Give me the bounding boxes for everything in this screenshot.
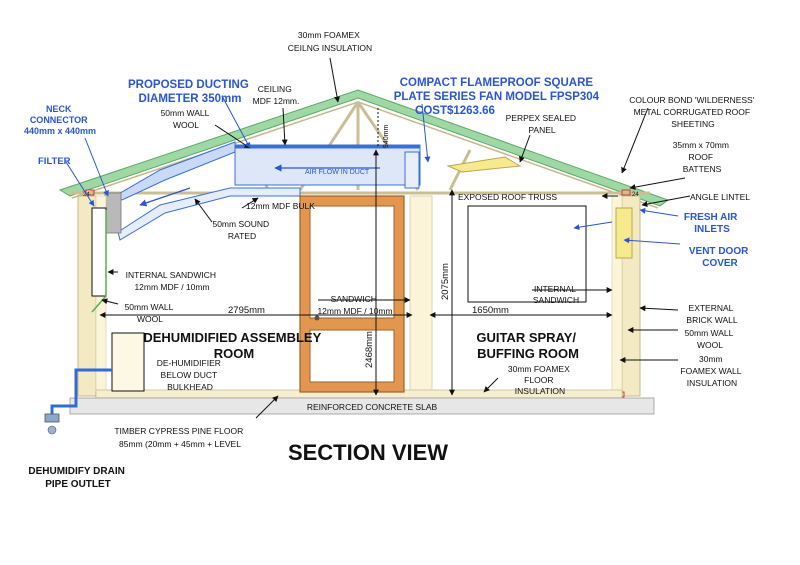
- door-handle: [314, 315, 320, 321]
- left-wall-panel: [91, 207, 107, 297]
- label-fan: COMPACT FLAMEPROOF SQUARE PLATE SERIES F…: [394, 77, 603, 117]
- duct-lower: [117, 187, 301, 241]
- label-timber-floor: TIMBER CYPRESS PINE FLOOR 85mm (20mm + 4…: [114, 426, 245, 449]
- airflow-label: AIR FLOW IN DUCT: [305, 169, 370, 176]
- duct-fan-box: [404, 151, 420, 189]
- dim-940: 940mm: [383, 124, 390, 148]
- label-drain: DEHUMIDIFY DRAIN PIPE OUTLET: [28, 466, 127, 490]
- label-exposed-truss: EXPOSED ROOF TRUSS: [458, 192, 557, 202]
- label-sound-rated: 50mm SOUND RATED: [212, 219, 271, 241]
- middle-partition-wall: [409, 195, 433, 397]
- red-marker-tr: [621, 189, 631, 196]
- label-roof-battens: 35mm x 70mm ROOF BATTENS: [673, 140, 732, 174]
- label-neck-connector: NECK CONNECTOR 440mm x 440mm: [24, 104, 96, 136]
- roof-outline: [58, 89, 670, 207]
- leader-arrows: [101, 57, 691, 419]
- label-external-brick: EXTERNAL BRICK WALL: [686, 303, 737, 325]
- label-slab: REINFORCED CONCRETE SLAB: [307, 402, 438, 412]
- label-fresh-air: FRESH AIR INLETS: [684, 212, 740, 235]
- dim-1650: 1650mm: [472, 305, 509, 316]
- num-24-right: 24: [632, 192, 639, 198]
- dim-2795: 2795mm: [228, 305, 265, 316]
- label-floor-insulation: 30mm FOAMEX FLOOR INSULATION: [508, 364, 572, 396]
- dim-2075: 2075mm: [440, 263, 451, 300]
- dehumidifier-box: [111, 332, 145, 392]
- duct-horizontal: [234, 144, 421, 186]
- label-perpex: PERPEX SEALED PANEL: [506, 113, 579, 135]
- label-vent-door: VENT DOOR COVER: [689, 246, 751, 269]
- label-room-right: GUITAR SPRAY/ BUFFING ROOM: [476, 330, 579, 361]
- label-ducting: PROPOSED DUCTING DIAMETER 350mm: [128, 79, 252, 105]
- drain-pipe: [50, 368, 112, 420]
- label-angle-lintel: ANGLE LINTEL: [690, 192, 750, 202]
- label-filter: FILTER: [38, 156, 71, 167]
- label-sandwich-middle: SANDWICH 12mm MDF / 10mm: [317, 294, 392, 316]
- label-dehumidifier: DE-HUMIDIFIER BELOW DUCT BULKHEAD: [157, 358, 224, 392]
- left-wall-green-trim: [91, 210, 107, 313]
- diagram-title: SECTION VIEW: [288, 440, 448, 465]
- door-upper-glass: [309, 205, 395, 319]
- airflow-arrow-2: [139, 187, 191, 207]
- door: [299, 195, 405, 393]
- label-internal-sandwich-right: INTERNAL SANDWICH: [533, 284, 579, 305]
- label-ceiling-mdf: CEILING MDF 12mm.: [253, 84, 300, 106]
- dimension-lines: [99, 108, 613, 396]
- label-mdf-bulk: 12mm MDF BULK: [246, 201, 315, 211]
- right-fresh-air-panel: [615, 207, 633, 259]
- label-colour-bond: COLOUR BOND 'WILDERNESS' METAL CORRUGATE…: [629, 95, 756, 129]
- drain-outlet-drop: [47, 425, 57, 435]
- dim-2468: 2468mm: [364, 331, 375, 368]
- label-wall-wool-right: 50mm WALL WOOL: [685, 328, 736, 350]
- label-wall-wool-top: 50mm WALL WOOL: [161, 108, 212, 130]
- label-internal-sandwich-left: INTERNAL SANDWICH 12mm MDF / 10mm: [126, 270, 219, 292]
- perpex-panel: [446, 156, 522, 173]
- neck-connector: [104, 192, 122, 234]
- label-wall-wool-left: 50mm WALL WOOL: [125, 302, 176, 324]
- right-room-cabinet: [467, 205, 587, 303]
- label-foamex-wall: 30mm FOAMEX WALL INSULATION: [680, 354, 743, 388]
- duct-assembly: AIR FLOW IN DUCT: [113, 141, 421, 241]
- label-room-left: DEHUMIDIFIED ASSEMBLEY ROOM: [143, 330, 324, 361]
- door-lower-glass: [309, 329, 395, 383]
- drain-outlet: [44, 413, 60, 423]
- leader-arrows-blue: [65, 95, 681, 245]
- label-foamex-ceiling: 30mm FOAMEX CEILNG INSULATION: [288, 30, 372, 53]
